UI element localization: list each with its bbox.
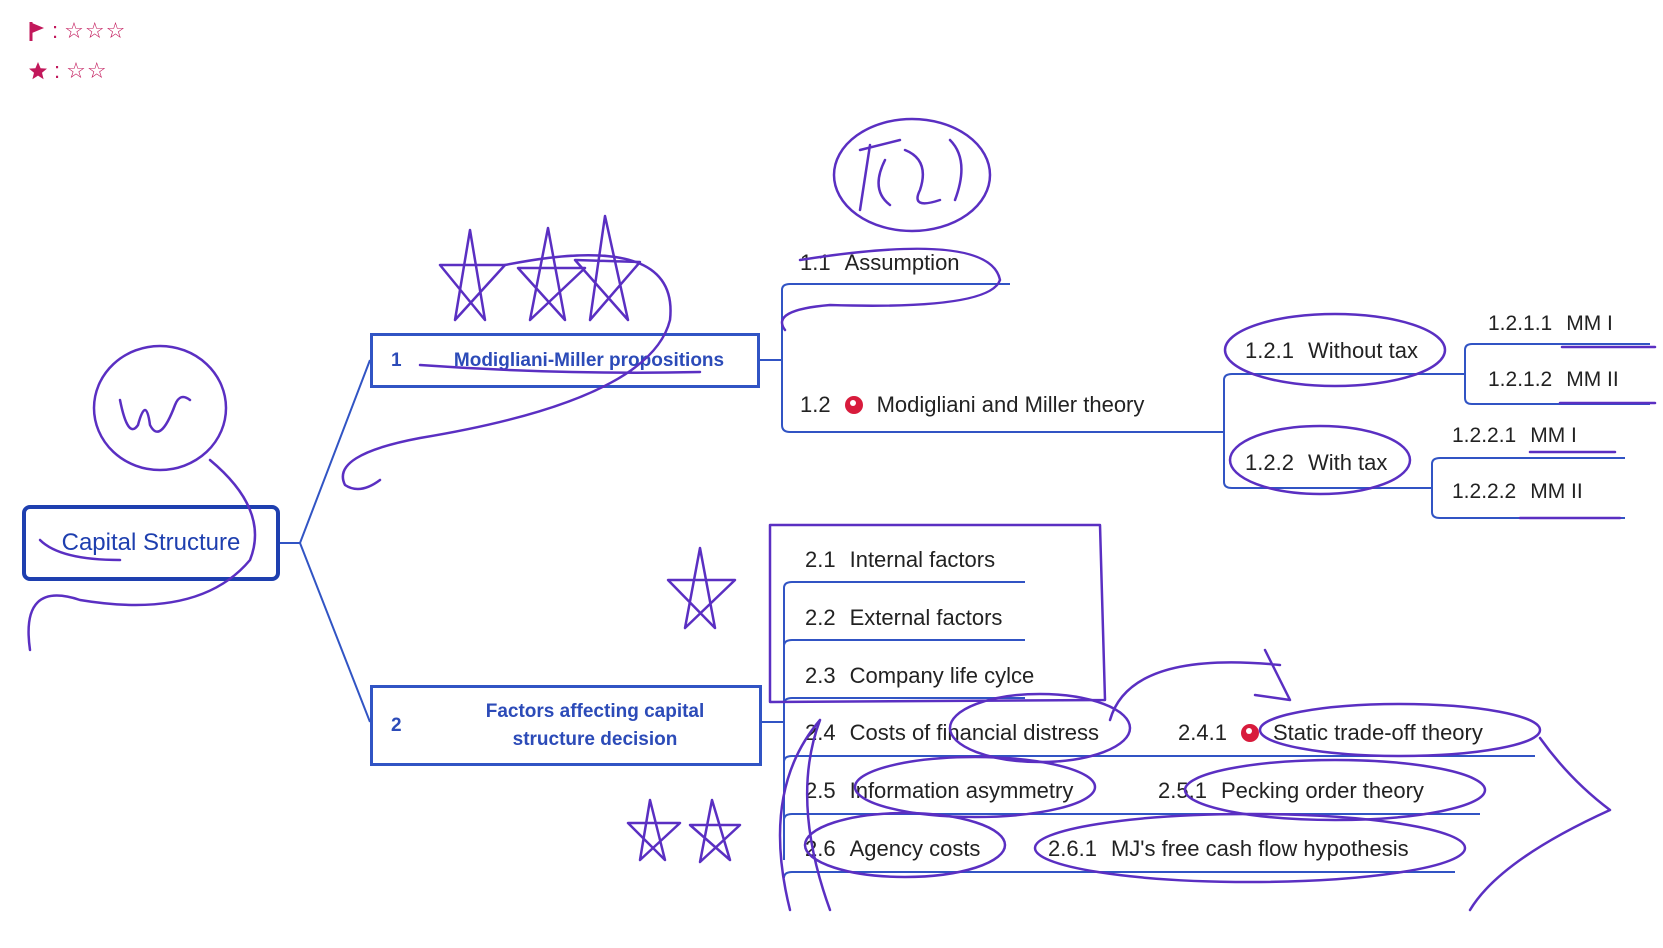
node-number: 1.2.2 [1245, 450, 1294, 475]
node-number: 2.6.1 [1048, 836, 1097, 861]
node-number: 1.2.1 [1245, 338, 1294, 363]
legend-stars: ☆☆☆ [64, 18, 127, 43]
node-label: Modigliani and Miller theory [876, 392, 1145, 417]
node-label: MJ's free cash flow hypothesis [1110, 836, 1409, 861]
node-number: 1.1 [800, 250, 831, 275]
node-2-2[interactable]: 2.2 External factors [805, 605, 1002, 631]
node-number: 1.2.2.1 [1452, 424, 1517, 447]
branch-node-2[interactable]: 2 Factors affecting capital structure de… [370, 685, 762, 766]
node-label: MM II [1566, 368, 1619, 391]
priority-marker-icon [1240, 724, 1259, 742]
node-1-2-2[interactable]: 1.2.2 With tax [1245, 450, 1387, 476]
node-number: 1.2 [800, 392, 831, 417]
node-number: 2.1 [805, 547, 836, 572]
branch-number: 1 [391, 349, 402, 371]
node-label: Company life cylce [849, 663, 1035, 688]
node-1-1[interactable]: 1.1 Assumption [800, 250, 960, 276]
legend-separator: : [52, 18, 59, 43]
node-number: 2.6 [805, 836, 836, 861]
node-number: 2.3 [805, 663, 836, 688]
node-2-5-1[interactable]: 2.5.1 Pecking order theory [1158, 778, 1424, 804]
root-label: Capital Structure [61, 529, 241, 556]
flag-icon [29, 22, 44, 41]
node-label: MM II [1530, 480, 1583, 503]
node-1-2-1[interactable]: 1.2.1 Without tax [1245, 338, 1418, 364]
node-number: 2.4.1 [1178, 720, 1227, 745]
node-number: 1.2.1.1 [1488, 312, 1553, 335]
node-number: 1.2.2.2 [1452, 480, 1517, 503]
branch-label: Modigliani-Miller propositions [453, 349, 725, 371]
node-1-2-2-1[interactable]: 1.2.2.1 MM I [1452, 424, 1577, 448]
node-2-6[interactable]: 2.6 Agency costs [805, 836, 980, 862]
star-icon [29, 62, 47, 80]
node-label: MM I [1530, 424, 1577, 447]
legend-row-flag: : ☆☆☆ [28, 18, 126, 44]
node-1-2-1-2[interactable]: 1.2.1.2 MM II [1488, 368, 1619, 392]
legend-separator: : [54, 58, 61, 83]
branch-label: Factors affecting capital structure deci… [485, 700, 705, 750]
node-label: Assumption [844, 250, 960, 275]
legend-row-star: : ☆☆ [28, 58, 108, 84]
node-label: Costs of financial distress [849, 720, 1100, 745]
node-1-2-2-2[interactable]: 1.2.2.2 MM II [1452, 480, 1583, 504]
node-label: Static trade-off theory [1272, 720, 1483, 745]
node-number: 2.4 [805, 720, 836, 745]
node-label: Without tax [1307, 338, 1418, 363]
node-number: 2.5.1 [1158, 778, 1207, 803]
node-label: Internal factors [849, 547, 996, 572]
node-label: Pecking order theory [1220, 778, 1424, 803]
node-2-4-1[interactable]: 2.4.1 Static trade-off theory [1178, 720, 1483, 746]
node-number: 2.5 [805, 778, 836, 803]
root-node[interactable]: Capital Structure [22, 505, 280, 581]
priority-marker-icon [844, 396, 863, 414]
node-number: 1.2.1.2 [1488, 368, 1553, 391]
node-label: Agency costs [849, 836, 981, 861]
node-label: External factors [849, 605, 1003, 630]
node-2-1[interactable]: 2.1 Internal factors [805, 547, 995, 573]
legend-stars: ☆☆ [66, 58, 108, 83]
node-1-2-1-1[interactable]: 1.2.1.1 MM I [1488, 312, 1613, 336]
node-2-3[interactable]: 2.3 Company life cylce [805, 663, 1034, 689]
node-2-6-1[interactable]: 2.6.1 MJ's free cash flow hypothesis [1048, 836, 1409, 862]
node-1-2[interactable]: 1.2 Modigliani and Miller theory [800, 392, 1144, 418]
node-label: MM I [1566, 312, 1613, 335]
node-2-5[interactable]: 2.5 Information asymmetry [805, 778, 1073, 804]
node-number: 2.2 [805, 605, 836, 630]
branch-node-1[interactable]: 1 Modigliani-Miller propositions [370, 333, 760, 388]
branch-number: 2 [391, 714, 402, 736]
node-label: Information asymmetry [849, 778, 1074, 803]
node-label: With tax [1307, 450, 1388, 475]
node-2-4[interactable]: 2.4 Costs of financial distress [805, 720, 1099, 746]
